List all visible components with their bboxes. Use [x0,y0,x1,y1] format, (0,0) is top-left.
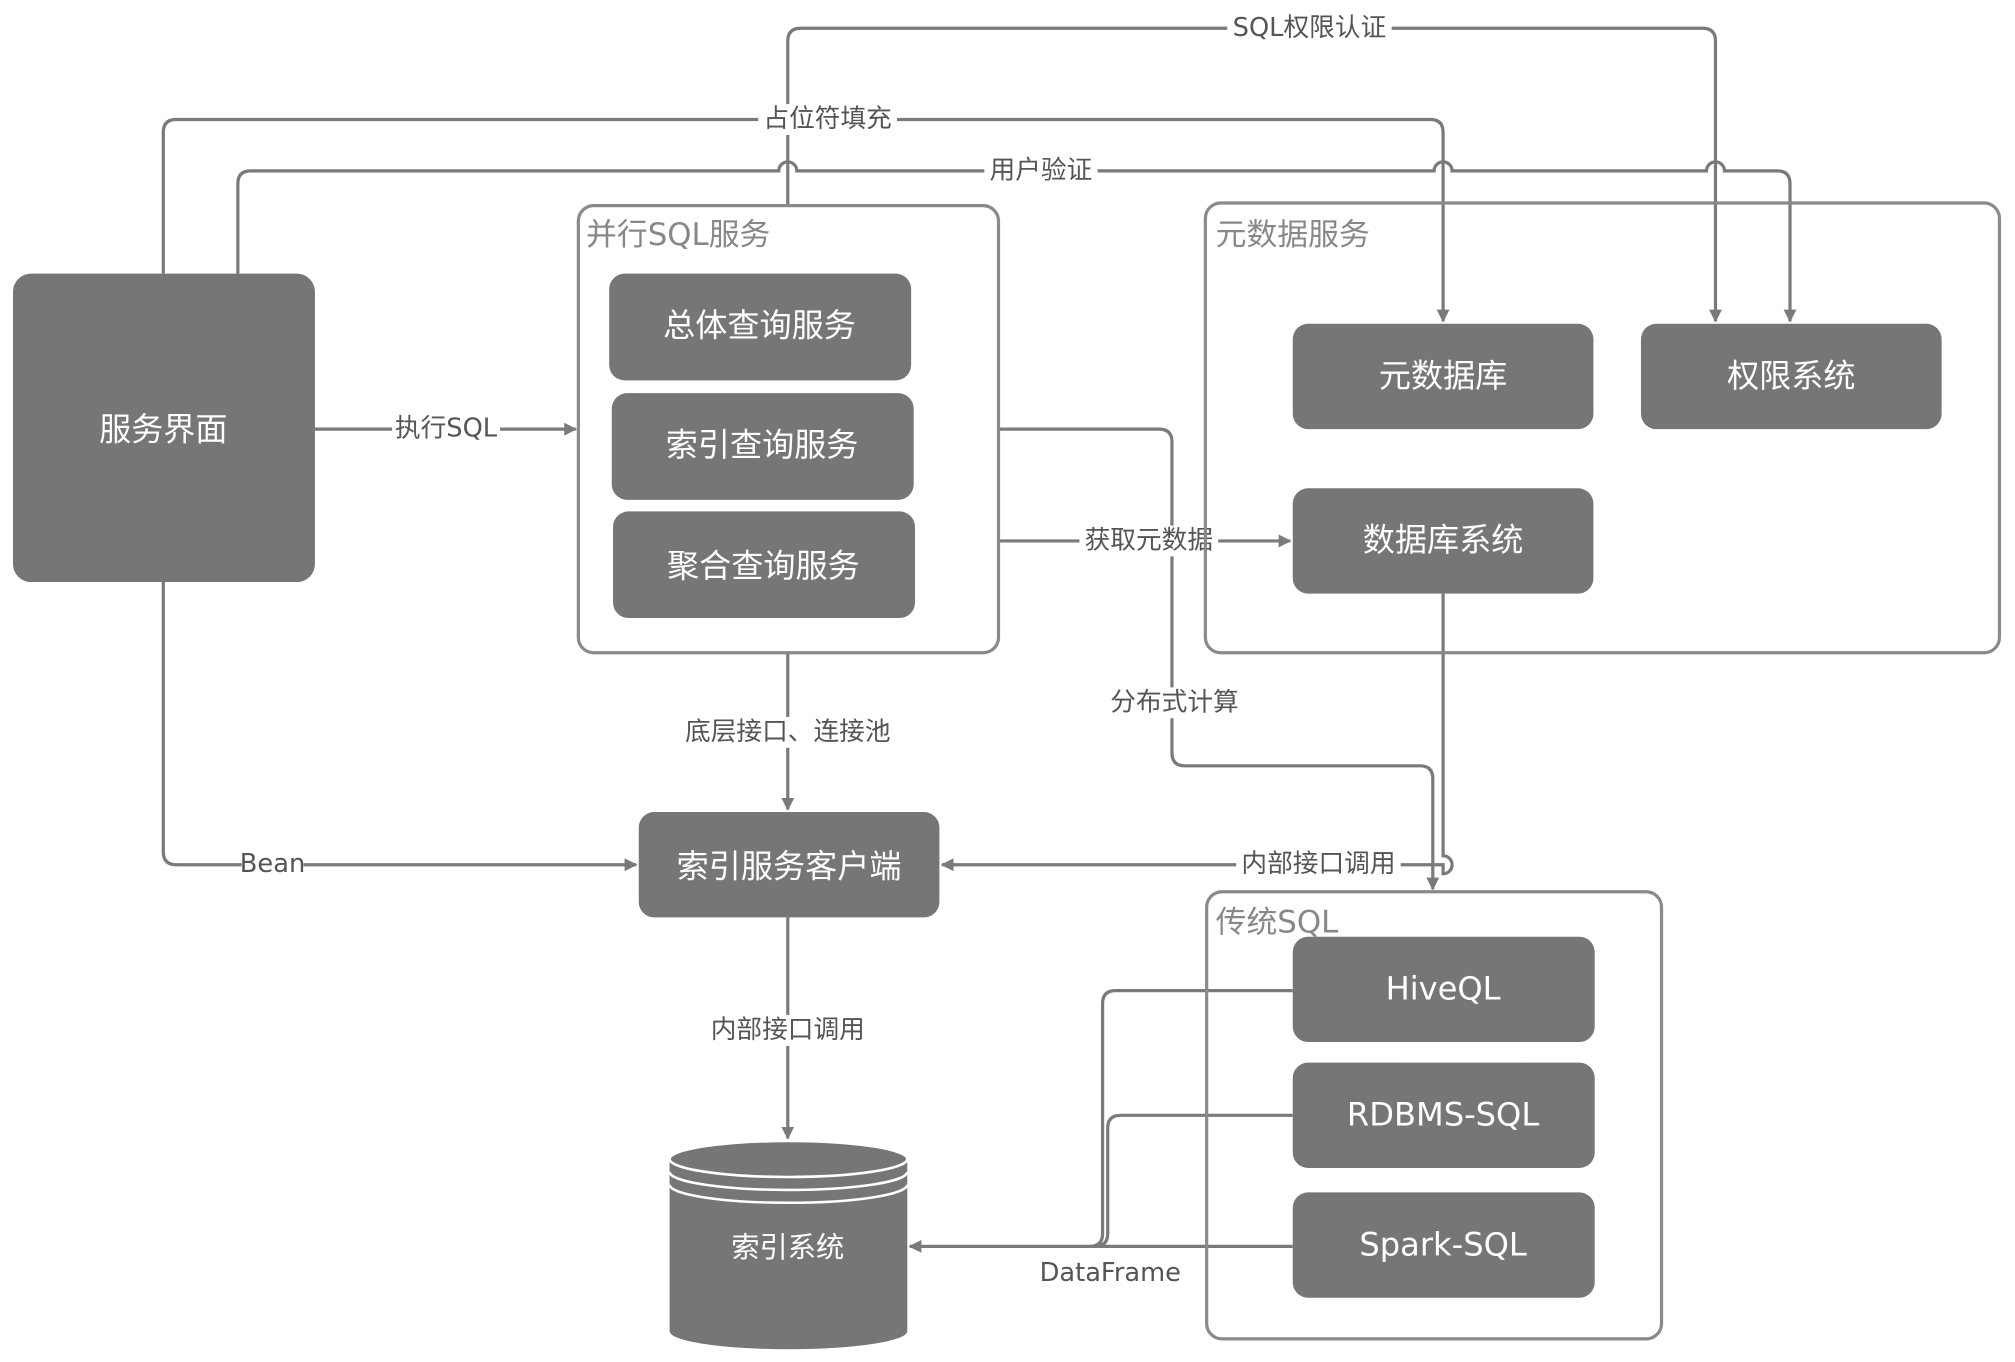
hiveql-label: HiveQL [1386,970,1501,1008]
spark-sql-label: Spark-SQL [1359,1225,1526,1263]
edge-rdbms [1095,1115,1293,1246]
index-query-label: 索引查询服务 [666,426,859,464]
label-dataframe: DataFrame [1040,1258,1181,1288]
group-metadata-service: 元数据服务 元数据库 权限系统 数据库系统 [1205,203,1999,653]
metadata-service-title: 元数据服务 [1216,217,1370,253]
label-internal-call-right: 内部接口调用 [1241,849,1395,879]
rdbms-sql-label: RDBMS-SQL [1347,1096,1539,1134]
label-user-verify: 用户验证 [990,155,1093,185]
index-system-label: 索引系统 [731,1231,844,1264]
permission-system-label: 权限系统 [1727,357,1855,395]
label-placeholder-fill: 占位符填充 [763,104,891,134]
edge-bean [163,582,636,865]
overall-query-label: 总体查询服务 [663,307,856,345]
label-internal-call-down: 内部接口调用 [711,1015,865,1045]
parallel-sql-title: 并行SQL服务 [586,217,770,253]
label-distributed-compute: 分布式计算 [1110,687,1238,717]
edge-sql-auth [788,28,1716,321]
node-service-ui: 服务界面 [13,274,315,582]
label-exec-sql: 执行SQL [395,414,498,444]
traditional-sql-title: 传统SQL [1216,904,1339,940]
label-low-level: 底层接口、连接池 [685,717,890,747]
edge-internal-call-right [942,594,1452,874]
edge-hiveql [1090,991,1293,1247]
node-index-system: 索引系统 [670,1141,908,1349]
metadata-db-label: 元数据库 [1379,357,1507,395]
service-ui-label: 服务界面 [99,411,227,449]
node-index-client: 索引服务客户端 [639,812,940,917]
label-bean: Bean [240,849,305,879]
label-sql-auth: SQL权限认证 [1233,13,1387,43]
database-system-label: 数据库系统 [1363,521,1524,559]
group-parallel-sql: 并行SQL服务 总体查询服务 索引查询服务 聚合查询服务 [578,206,998,653]
index-client-label: 索引服务客户端 [677,848,902,886]
aggregate-query-label: 聚合查询服务 [667,547,860,585]
label-get-metadata: 获取元数据 [1085,525,1213,555]
